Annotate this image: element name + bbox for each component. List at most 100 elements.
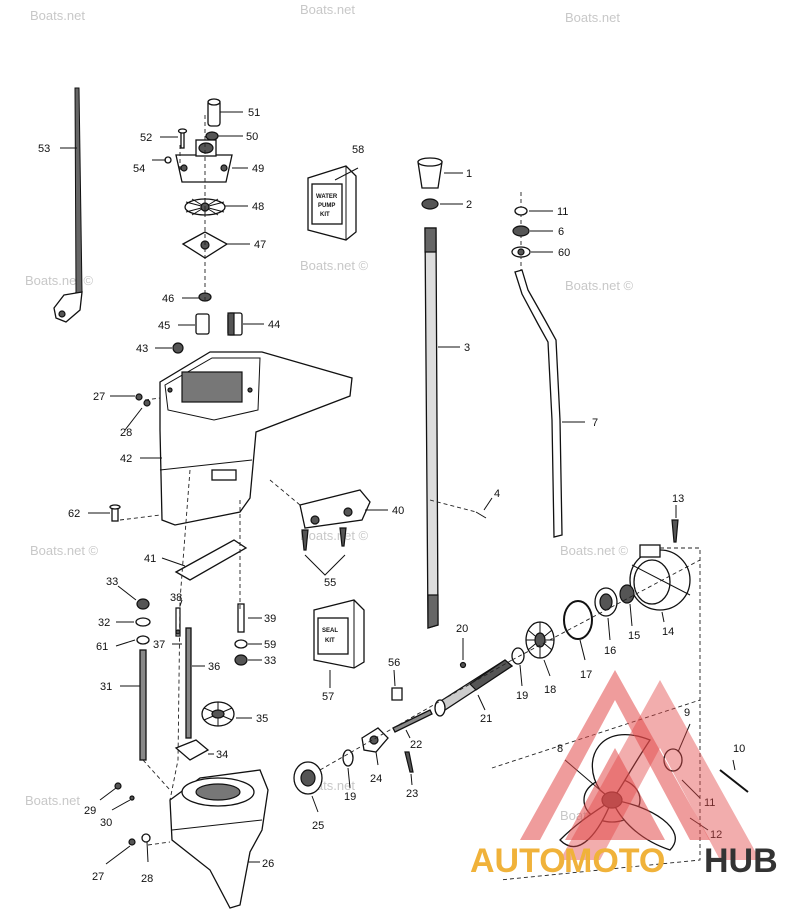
label-28: 28 — [120, 427, 132, 439]
assembly-lines — [119, 115, 701, 881]
label-62: 62 — [68, 508, 80, 520]
label-29: 29 — [84, 805, 96, 817]
part-56 — [391, 687, 403, 701]
part-4-pin — [475, 511, 487, 519]
label-49: 49 — [252, 163, 264, 175]
watermark: Boats.net © — [30, 543, 99, 558]
part-24-clutch — [361, 727, 389, 753]
label-27: 27 — [92, 871, 104, 883]
part-3-driveshaft — [424, 227, 439, 629]
part-39 — [237, 603, 245, 633]
watermark: Boats.net © — [300, 528, 369, 543]
label-38: 38 — [170, 592, 182, 604]
logo-hub-text: HUB — [704, 842, 778, 880]
part-19-left — [342, 749, 354, 767]
part-1 — [417, 157, 443, 189]
label-50: 50 — [246, 131, 258, 143]
label-13: 13 — [672, 493, 684, 505]
part-26-gearcase — [169, 769, 269, 909]
part-27-28-lower — [128, 833, 151, 846]
label-61: 61 — [96, 641, 108, 653]
label-23: 23 — [406, 788, 418, 800]
label-8: 8 — [557, 743, 563, 755]
label-39: 39 — [264, 613, 276, 625]
watermark: Boats.net — [30, 8, 85, 23]
label-36: 36 — [208, 661, 220, 673]
part-55-screws — [301, 527, 347, 551]
watermark: Boats.net — [565, 10, 620, 25]
kit-label: KIT — [320, 212, 330, 218]
label-33: 33 — [106, 576, 118, 588]
label-46: 46 — [162, 293, 174, 305]
label-26: 26 — [262, 858, 274, 870]
kit-label: PUMP — [318, 203, 335, 209]
label-7: 7 — [592, 417, 598, 429]
part-62-bolt — [109, 504, 121, 522]
kit-label: KIT — [325, 638, 335, 644]
part-59-33 — [234, 639, 248, 666]
part-23-pin — [404, 751, 414, 773]
label-24: 24 — [370, 773, 382, 785]
label-58: 58 — [352, 144, 364, 156]
part-44 — [227, 312, 243, 336]
part-41-gasket — [174, 539, 248, 581]
label-45: 45 — [158, 320, 170, 332]
label-44: 44 — [268, 319, 280, 331]
watermark: Boats.net — [300, 2, 355, 17]
part-22 — [392, 709, 433, 733]
part-19-right — [511, 647, 525, 665]
label-57: 57 — [322, 691, 334, 703]
label-11: 11 — [704, 797, 715, 809]
label-12: 12 — [710, 829, 722, 841]
part-17-o-ring — [563, 600, 593, 640]
label-35: 35 — [256, 713, 268, 725]
part-36 — [185, 627, 192, 739]
part-43 — [172, 342, 184, 354]
label-1: 1 — [466, 168, 472, 180]
label-32: 32 — [98, 617, 110, 629]
label-60: 60 — [558, 247, 570, 259]
label-34: 34 — [216, 749, 228, 761]
label-42: 42 — [120, 453, 132, 465]
label-56: 56 — [388, 657, 400, 669]
part-21-prop-shaft — [434, 659, 514, 717]
part-51 — [207, 98, 221, 127]
part-49-pump-housing — [175, 139, 233, 183]
label-19: 19 — [344, 791, 356, 803]
label-4: 4 — [494, 488, 500, 500]
label-25: 25 — [312, 820, 324, 832]
part-42-driveshaft-housing — [159, 351, 353, 526]
label-18: 18 — [544, 684, 556, 696]
label-14: 14 — [662, 626, 674, 638]
label-21: 21 — [480, 713, 492, 725]
part-7-shift-rod — [514, 269, 563, 538]
label-59: 59 — [264, 639, 276, 651]
watermark: Boats.net — [25, 793, 80, 808]
watermark: Boats.net © — [300, 258, 369, 273]
watermark: Boats.net © — [560, 543, 629, 558]
label-19: 19 — [516, 690, 528, 702]
label-27: 27 — [93, 391, 105, 403]
logo-triangle-icon — [520, 670, 710, 840]
logo-triangle-inner-icon — [560, 680, 760, 860]
label-48: 48 — [252, 201, 264, 213]
label-11: 11 — [557, 206, 568, 218]
label-47: 47 — [254, 239, 266, 251]
part-53-shift-rod — [53, 87, 83, 323]
part-15 — [619, 584, 635, 604]
logo-auto-text: AUTO — [470, 842, 566, 880]
part-31-32-33-61 — [135, 598, 151, 761]
label-40: 40 — [392, 505, 404, 517]
part-40-bracket — [299, 489, 371, 529]
label-10: 10 — [733, 743, 745, 755]
label-51: 51 — [248, 107, 260, 119]
part-58-water-pump-kit: WATER PUMP KIT — [307, 165, 357, 241]
leader-lines — [60, 111, 736, 865]
part-45 — [195, 313, 210, 335]
part-20 — [459, 661, 467, 669]
label-30: 30 — [100, 817, 112, 829]
part-52 — [177, 128, 188, 149]
kit-label: SEAL — [322, 628, 338, 634]
part-29-30 — [114, 782, 135, 801]
